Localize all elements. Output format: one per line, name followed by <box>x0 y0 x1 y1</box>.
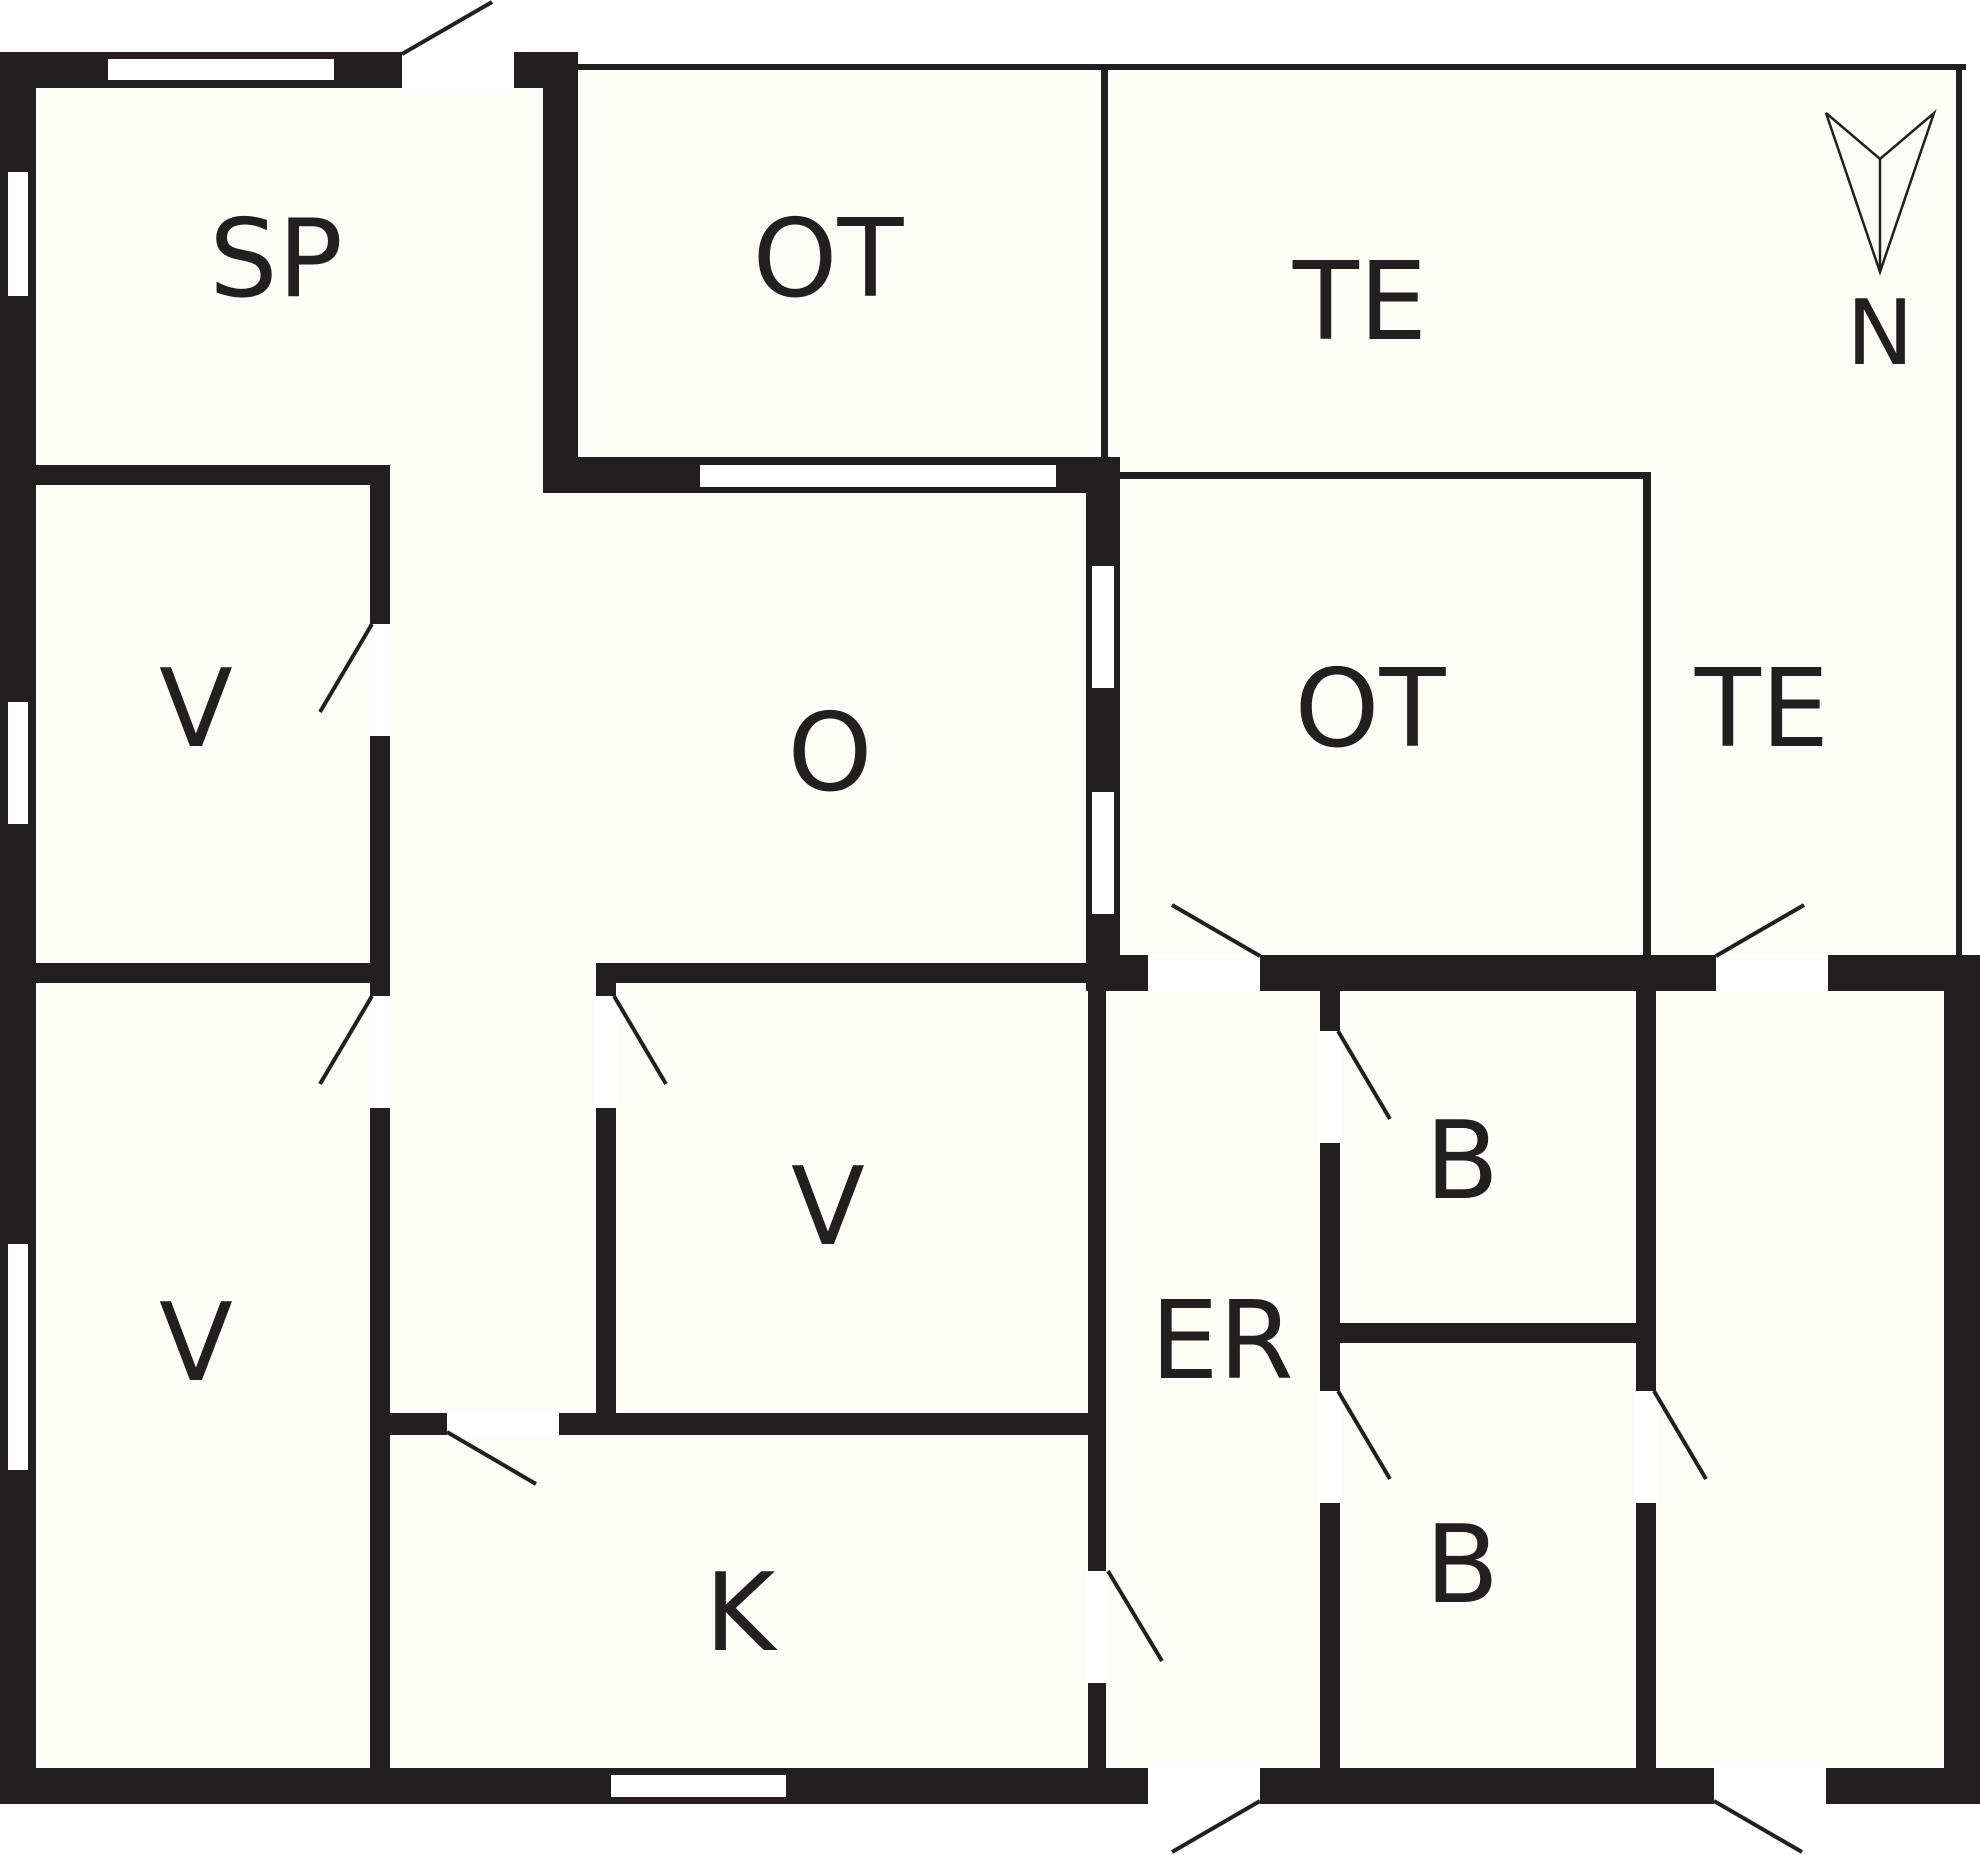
north-arrow-icon <box>1824 109 1937 276</box>
north-label: N <box>1846 281 1913 386</box>
room-label-ot-top: OT <box>753 197 905 322</box>
room-label-v-mid: V <box>791 1145 865 1270</box>
room-label-b-upper: B <box>1425 1099 1499 1224</box>
room-label-b-lower: B <box>1425 1503 1499 1628</box>
room-label-sp: SP <box>209 197 343 322</box>
room-label-k: K <box>705 1551 779 1676</box>
door-swings <box>318 0 1806 1854</box>
windows <box>8 59 1114 1797</box>
room-label-ot-mid: OT <box>1295 647 1447 772</box>
room-labels: SP OT TE V O OT TE V V ER B B K <box>159 197 1829 1676</box>
room-label-o: O <box>787 691 872 816</box>
floor-areas <box>14 60 1960 1775</box>
room-label-v-upper: V <box>159 647 233 772</box>
room-label-v-lower: V <box>159 1281 233 1406</box>
openings <box>369 50 1828 1805</box>
room-label-er: ER <box>1150 1279 1293 1404</box>
room-label-te-mid: TE <box>1694 647 1829 772</box>
room-label-te-top: TE <box>1292 240 1427 365</box>
